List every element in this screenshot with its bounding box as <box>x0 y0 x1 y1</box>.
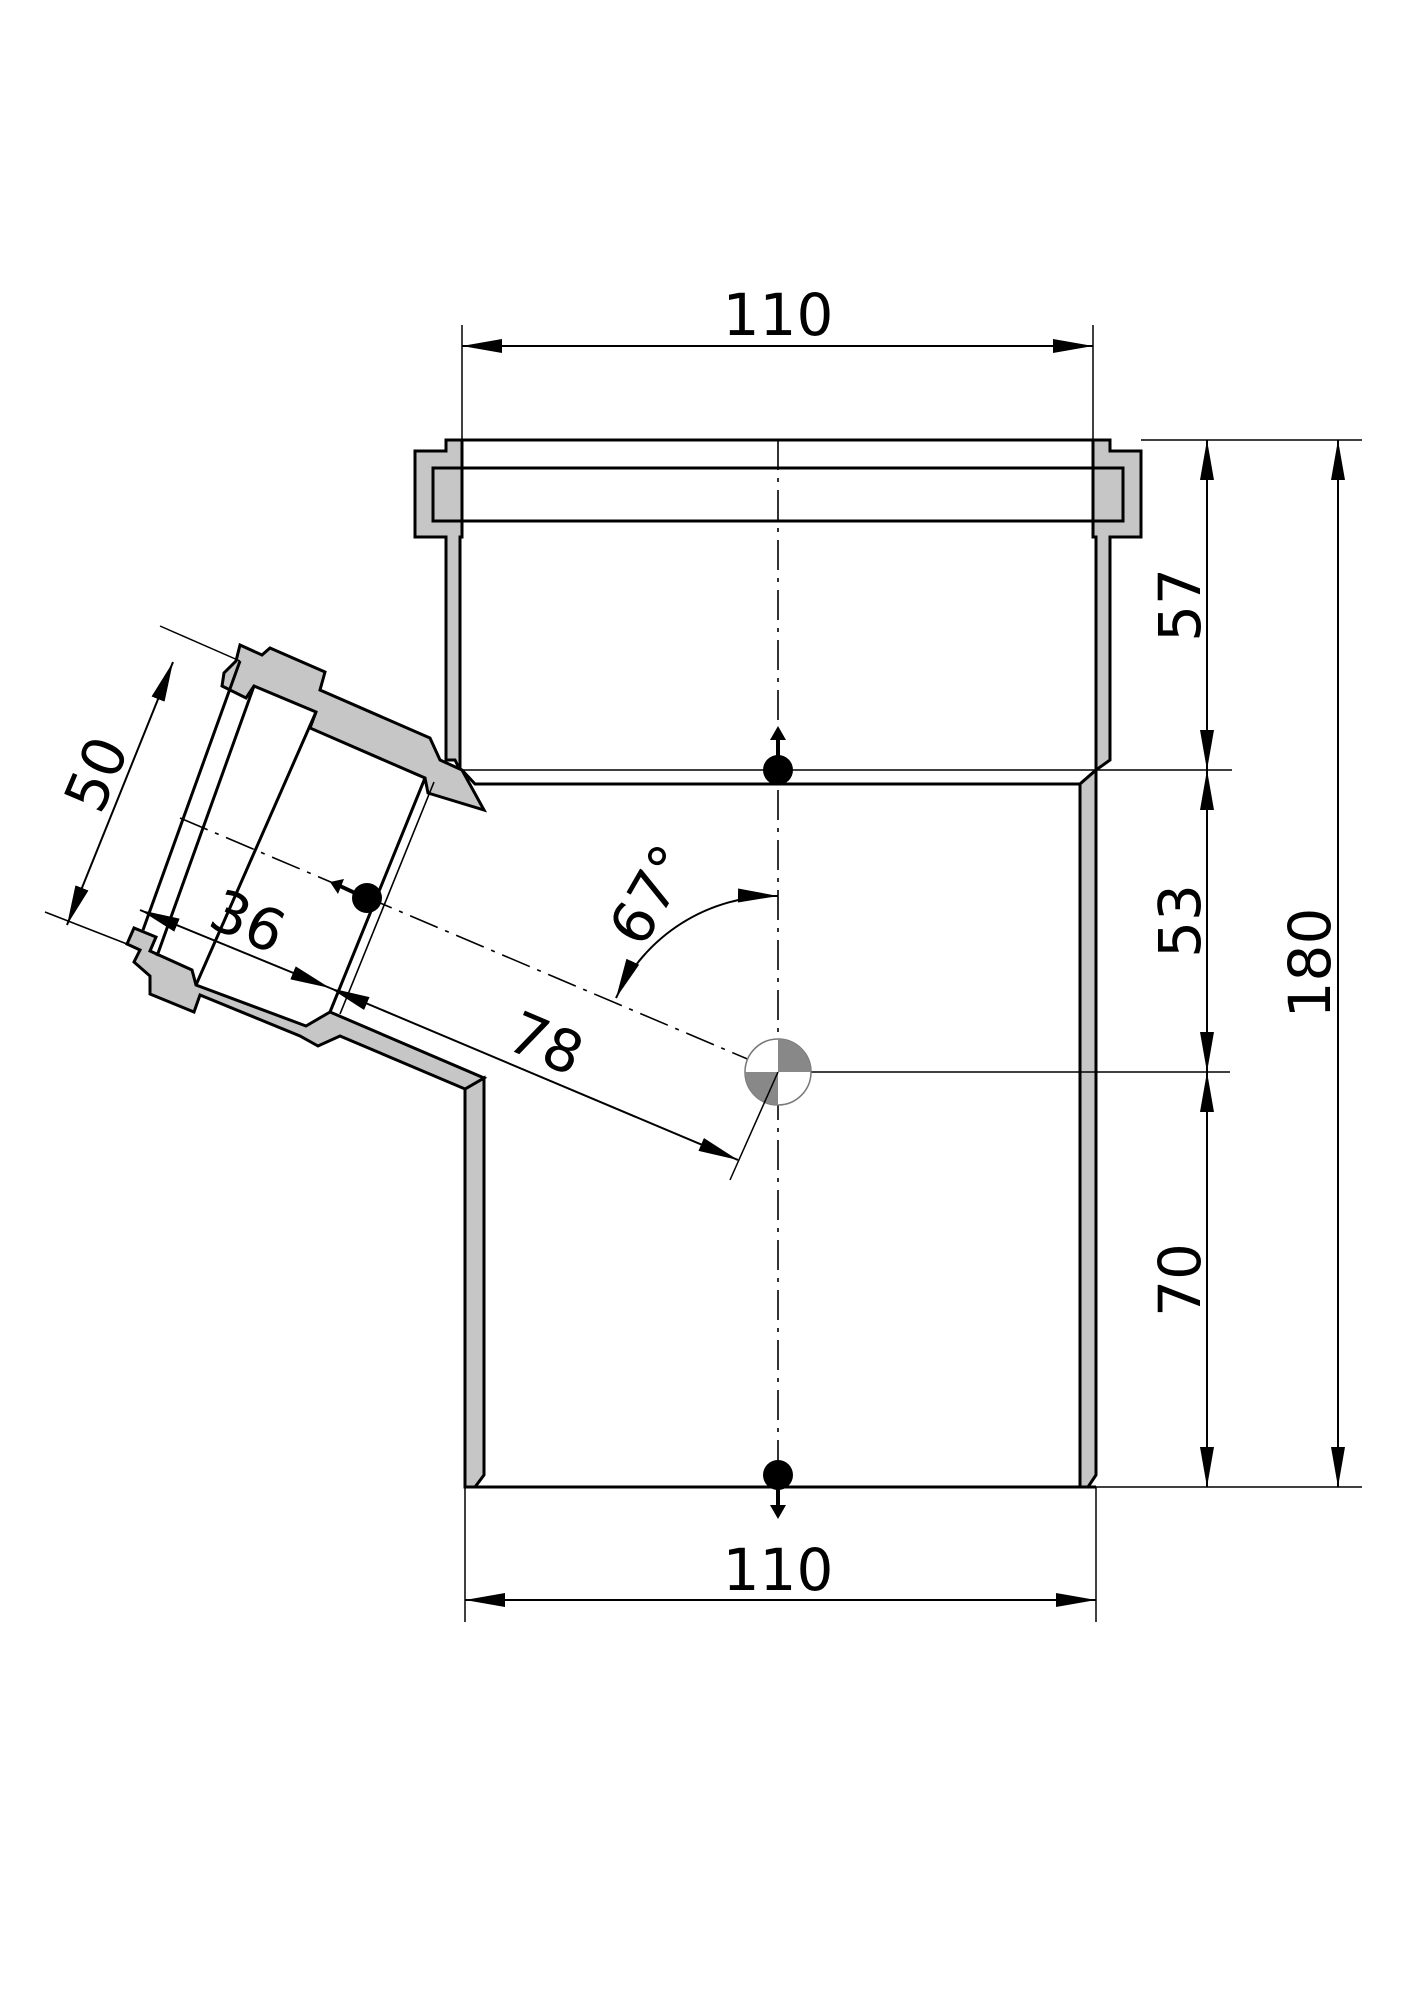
flow-marker-bottom <box>763 1460 793 1519</box>
dim-bottom-width-label: 110 <box>723 1536 834 1604</box>
dim-branch-angle-label: 67° <box>596 833 706 956</box>
dim-socket-depth-label: 57 <box>1146 568 1214 642</box>
ext-branch-center <box>729 1071 779 1181</box>
dimensions: 110 110 57 53 70 180 50 36 78 67° <box>44 281 1345 1622</box>
dim-socket-to-center-label: 53 <box>1146 884 1214 958</box>
flow-markers <box>330 726 793 1519</box>
upper-socket-right-wall <box>1091 438 1143 773</box>
dim-branch-to-center <box>329 987 739 1161</box>
dim-top-width-label: 110 <box>723 281 834 349</box>
dim-center-to-bottom-label: 70 <box>1146 1243 1214 1317</box>
body-left-wall <box>463 1075 486 1489</box>
dim-branch-angle <box>615 888 779 999</box>
upper-socket-left-wall <box>413 438 464 771</box>
main-pipe <box>413 438 1143 1489</box>
branch-socket <box>125 642 488 1091</box>
body-right-wall <box>1078 766 1098 1489</box>
ext-branch-bottom <box>44 911 128 945</box>
branch-socket-bottom-2 <box>339 781 435 1015</box>
ext-branch-top <box>159 625 241 662</box>
center-point-marker <box>744 1038 812 1106</box>
dim-branch-to-center-label: 78 <box>499 998 594 1089</box>
dim-overall-length-label: 180 <box>1276 908 1344 1019</box>
dim-branch-diameter <box>66 661 174 926</box>
dim-branch-socket-depth <box>139 909 331 989</box>
flow-marker-branch <box>330 879 382 913</box>
dim-branch-diameter-label: 50 <box>51 727 142 822</box>
flow-marker-top <box>763 726 793 785</box>
dim-branch-socket-depth-label: 36 <box>201 876 296 967</box>
branch-lower-wall <box>125 926 488 1091</box>
